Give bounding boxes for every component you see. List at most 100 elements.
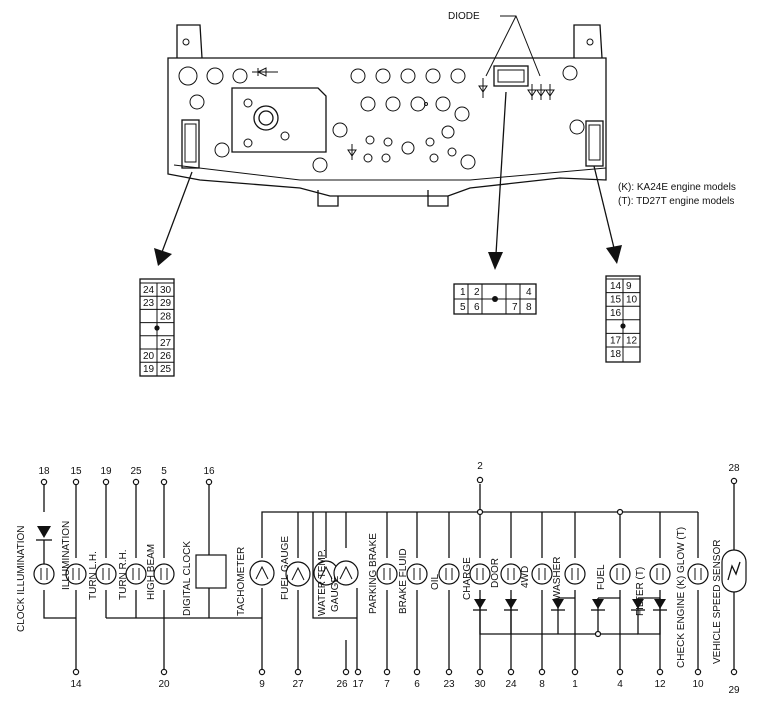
label-turn-lh: TURN L.H. — [88, 551, 99, 600]
connector-left-pin: 23 — [143, 298, 155, 309]
diode-symbol — [552, 599, 564, 609]
connector-right-pin: 15 — [610, 295, 622, 306]
terminal-top: 5 — [161, 466, 167, 477]
diode-label: DIODE — [448, 11, 480, 22]
label-illumination: ILLUMINATION — [61, 521, 72, 590]
label-clock-illumination: CLOCK ILLUMINATION — [16, 526, 27, 633]
diode-symbol — [632, 599, 644, 609]
terminal-bottom: 30 — [474, 679, 486, 690]
diode-symbol — [474, 599, 486, 609]
connector-mid-pin: 2 — [474, 287, 480, 298]
label-water-temp-2: GAUGE — [330, 576, 341, 612]
label-brake-fluid: BRAKE FLUID — [398, 548, 409, 614]
label-high-beam: HIGH BEAM — [146, 544, 157, 600]
label-turn-rh: TURN R.H. — [118, 549, 129, 600]
connector-mid-pin: 7 — [512, 302, 518, 313]
terminal-bottom: 24 — [505, 679, 517, 690]
indicator-lamp — [564, 563, 586, 585]
connector-left: 24 30 23 29 28 27 20 26 19 25 — [139, 278, 175, 377]
indicator-lamp — [95, 563, 117, 585]
indicator-lamp — [469, 563, 491, 585]
diode-symbol — [592, 599, 604, 609]
terminal-top: 18 — [38, 466, 50, 477]
terminal-bottom: 26 — [336, 679, 348, 690]
indicator-lamp — [609, 563, 631, 585]
connector-right-pin: 16 — [610, 308, 622, 319]
connector-left-pin: 24 — [143, 285, 155, 296]
note-k: (K): KA24E engine models — [618, 182, 736, 193]
indicator-lamp — [125, 563, 147, 585]
label-filter: FILTER (T) — [635, 567, 646, 616]
label-water-temp-1: WATER TEMP. — [317, 549, 328, 616]
terminal-top: 16 — [203, 466, 215, 477]
terminal-bottom: 4 — [617, 679, 623, 690]
terminal-bottom: 9 — [259, 679, 265, 690]
connector-right-pin: 17 — [610, 335, 622, 346]
terminal-bottom: 17 — [352, 679, 364, 690]
indicator-lamp — [500, 563, 522, 585]
connector-mid-pin: 4 — [526, 287, 532, 298]
label-check-engine: CHECK ENGINE (K) GLOW (T) — [676, 527, 687, 668]
connector-mid-pin: 8 — [526, 302, 532, 313]
terminal-top: 2 — [477, 461, 483, 472]
note-t: (T): TD27T engine models — [618, 196, 734, 207]
terminal-top: 25 — [130, 466, 142, 477]
meter-housing: DIODE (K): KA24E engine models (T): TD27… — [154, 11, 736, 270]
indicator-lamp — [376, 563, 398, 585]
label-charge: CHARGE — [462, 557, 473, 600]
terminal-bottom: 6 — [414, 679, 420, 690]
terminal-bottom: 8 — [539, 679, 545, 690]
connector-right-pin: 9 — [626, 281, 632, 292]
indicator-lamp — [153, 563, 175, 585]
terminal-bottom: 1 — [572, 679, 578, 690]
label-digital-clock: DIGITAL CLOCK — [182, 541, 193, 616]
connector-right-pin: 10 — [626, 295, 638, 306]
indicator-lamp — [438, 563, 460, 585]
terminal-bottom: 7 — [384, 679, 390, 690]
terminal-bottom: 12 — [654, 679, 666, 690]
connector-mid-pin: 6 — [474, 302, 480, 313]
connector-right-pin: 12 — [626, 335, 638, 346]
terminal-bottom: 10 — [692, 679, 704, 690]
indicator-lamp — [649, 563, 671, 585]
terminal-bottom: 29 — [728, 685, 740, 696]
indicator-lamp — [406, 563, 428, 585]
connector-right-pin: 14 — [610, 281, 622, 292]
connector-left-pin: 26 — [160, 351, 172, 362]
terminal-top: 19 — [100, 466, 112, 477]
label-tachometer: TACHOMETER — [236, 547, 247, 616]
label-fourwd: 4WD — [520, 566, 531, 588]
label-fuel-gauge: FUEL GAUGE — [280, 536, 291, 600]
connector-left-pin: 19 — [143, 364, 155, 375]
connector-left-pin: 30 — [160, 285, 172, 296]
terminal-bottom: 23 — [443, 679, 455, 690]
label-oil: OIL — [430, 573, 441, 590]
connector-left-pin: 20 — [143, 351, 155, 362]
diode-symbol — [654, 599, 666, 609]
gauge-meter — [249, 560, 275, 586]
connector-left-pin: 25 — [160, 364, 172, 375]
label-parking-brake: PARKING BRAKE — [368, 533, 379, 614]
indicator-lamp — [65, 563, 87, 585]
connector-right: 14 9 15 10 16 17 12 18 — [605, 275, 641, 363]
label-washer: WASHER — [552, 556, 563, 600]
connector-left-pin: 29 — [160, 298, 172, 309]
label-fuel: FUEL — [596, 564, 607, 590]
indicator-lamp — [33, 563, 55, 585]
label-door: DOOR — [490, 558, 501, 588]
terminal-bottom: 14 — [70, 679, 82, 690]
diode-symbol — [505, 599, 517, 609]
connector-left-pin: 27 — [160, 338, 172, 349]
terminal-top: 28 — [728, 463, 740, 474]
connector-left-pin: 28 — [160, 311, 172, 322]
terminal-bottom: 20 — [158, 679, 170, 690]
label-vehicle-speed-sensor: VEHICLE SPEED SENSOR — [712, 540, 723, 664]
connector-mid-pin: 1 — [460, 287, 466, 298]
connector-mid-pin: 5 — [460, 302, 466, 313]
indicator-lamp — [531, 563, 553, 585]
connector-right-pin: 18 — [610, 349, 622, 360]
terminal-bottom: 27 — [292, 679, 304, 690]
